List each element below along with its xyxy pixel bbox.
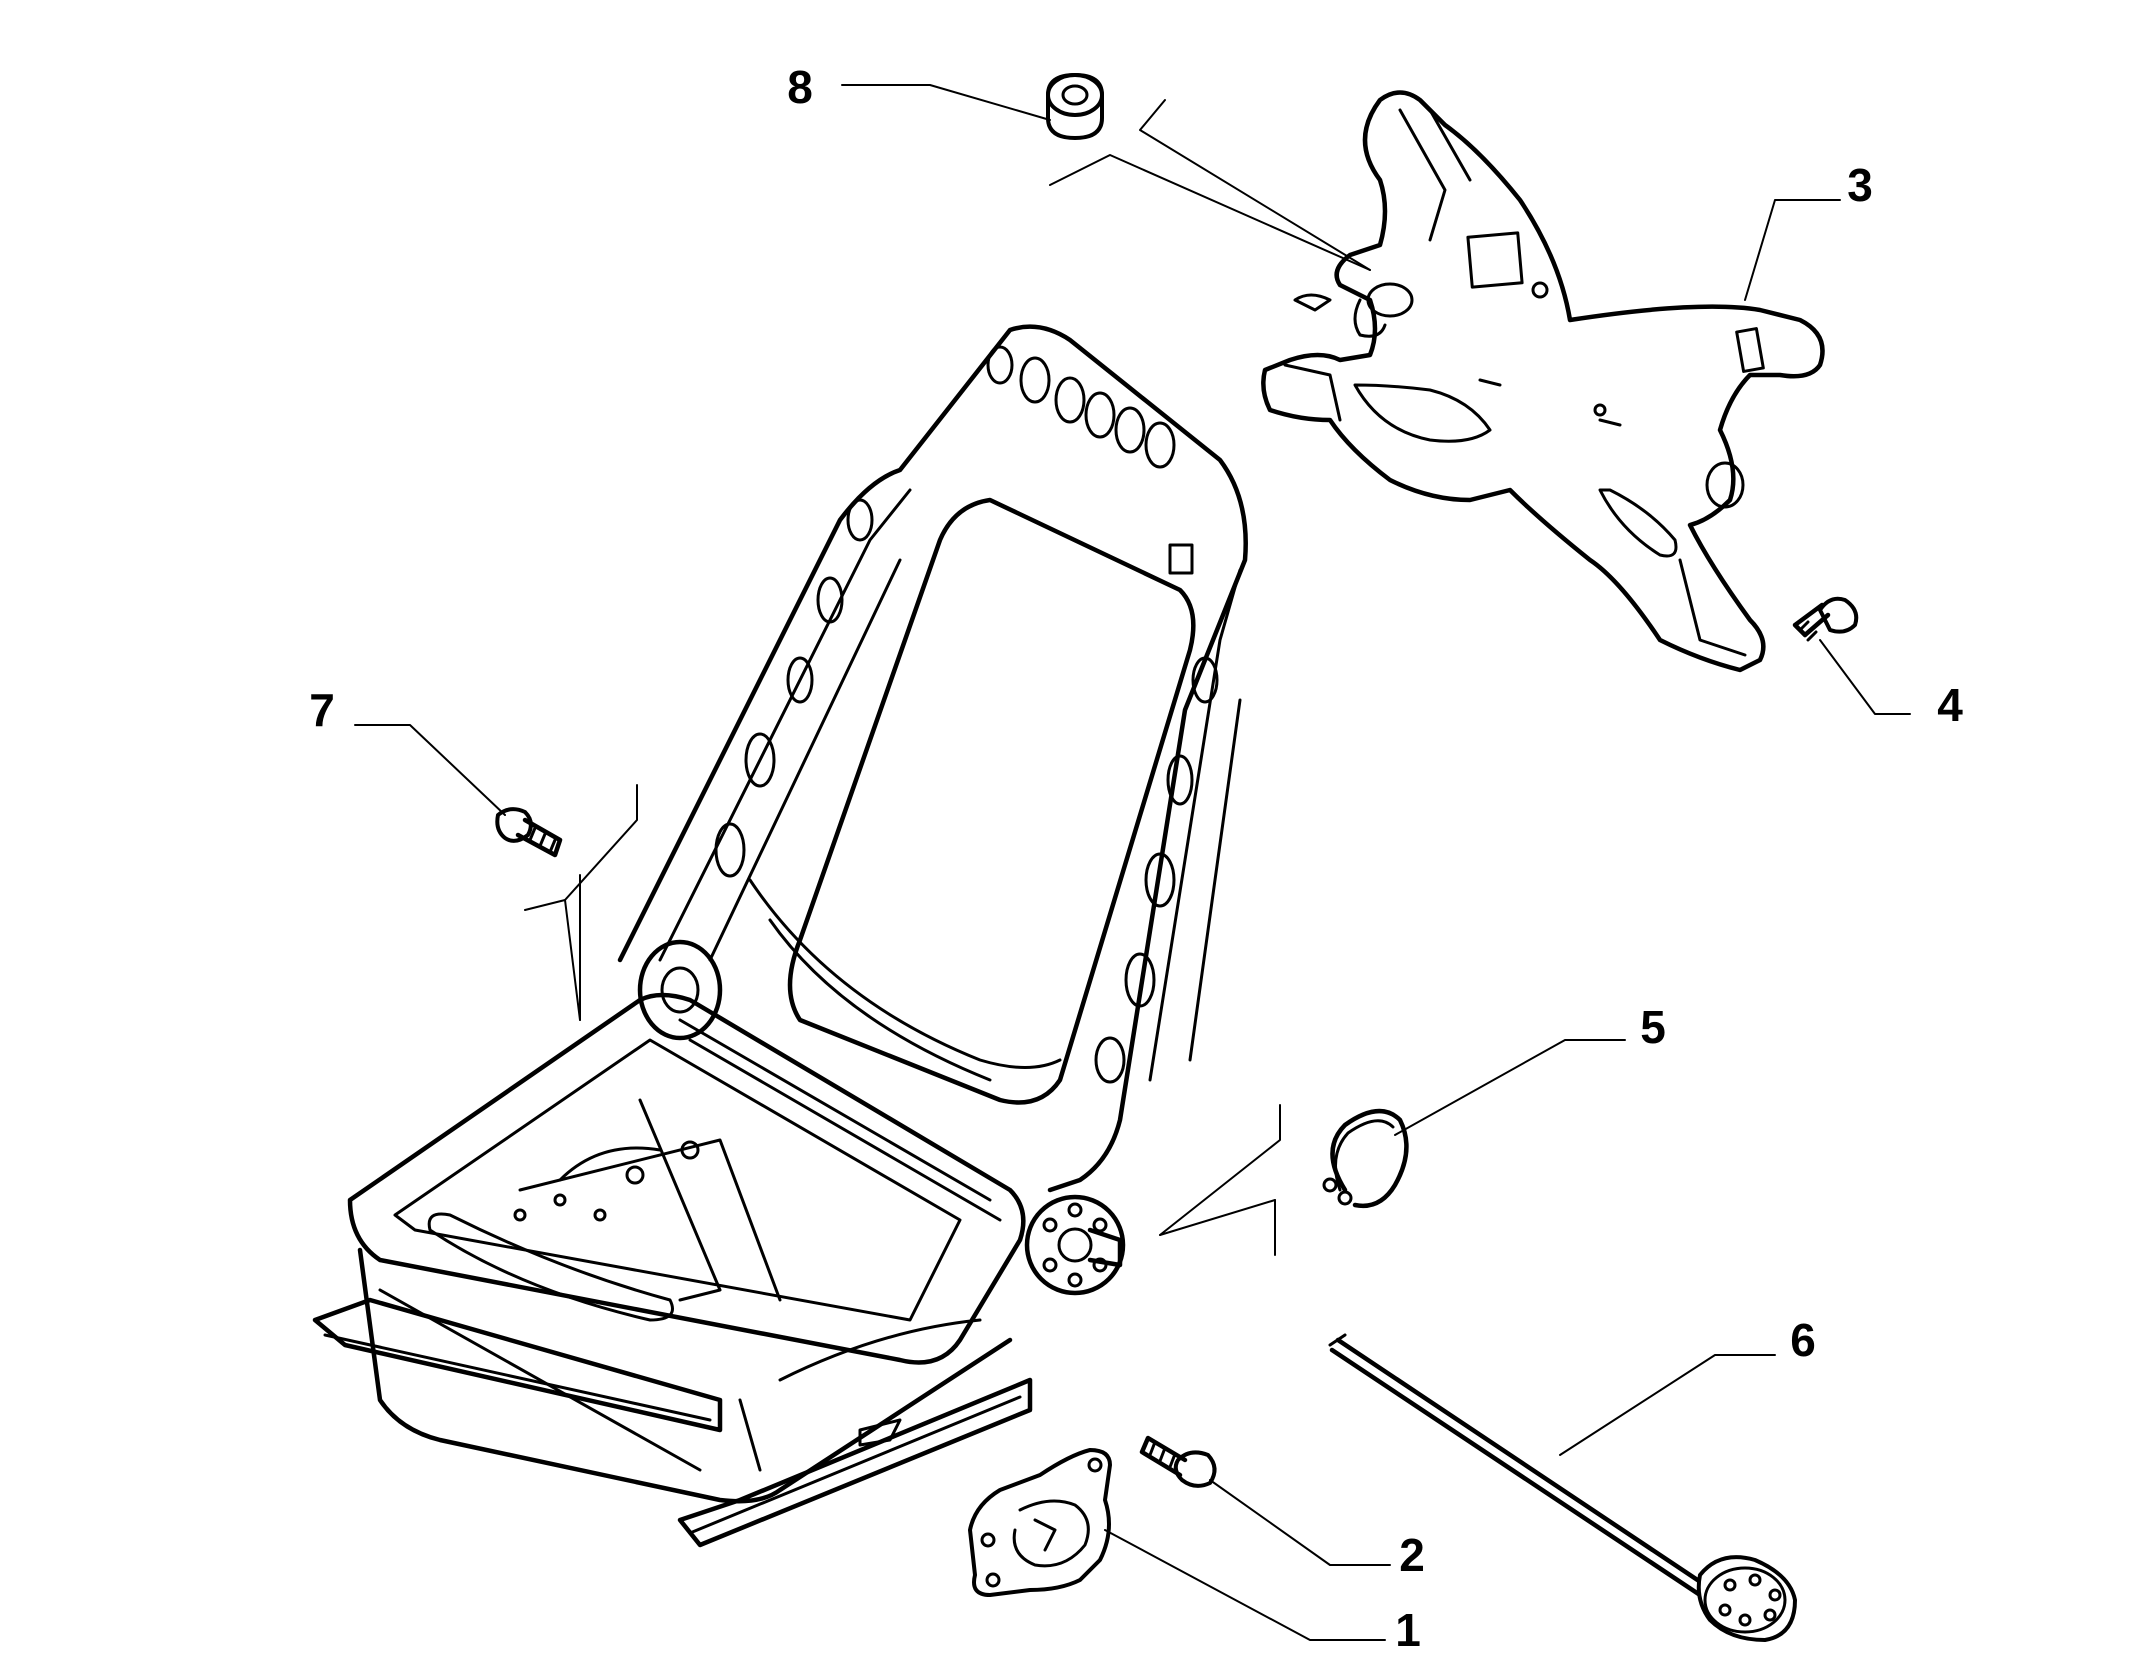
callout-2: 2 [1399,1529,1425,1581]
seat-frame [312,324,1248,1548]
callout-3: 3 [1847,159,1873,211]
leader-lines [354,84,1911,1641]
callout-8: 8 [787,61,813,113]
callout-5: 5 [1640,1001,1666,1053]
callout-1: 1 [1395,1604,1421,1656]
callout-4: 4 [1937,679,1963,731]
recliner-hub [1024,1194,1126,1296]
callout-6: 6 [1790,1314,1816,1366]
break-markers [524,99,1371,1256]
part-8-bushing [1046,73,1104,140]
seat-slider-rails [312,1297,1033,1548]
callout-7: 7 [309,684,335,736]
part-4-bolt [1792,596,1859,642]
part-2-screw [1139,1435,1217,1488]
part-1-actuator [968,1448,1112,1597]
part-5-snap-ring [1322,1108,1409,1209]
part-3-recliner-plate [1261,90,1825,673]
part-7-bolt [495,807,563,858]
part-6-shaft [1328,1333,1797,1642]
backrest-right-holes [1094,656,1219,1084]
backrest-top-holes [986,345,1194,575]
backrest-left-holes [714,498,874,878]
